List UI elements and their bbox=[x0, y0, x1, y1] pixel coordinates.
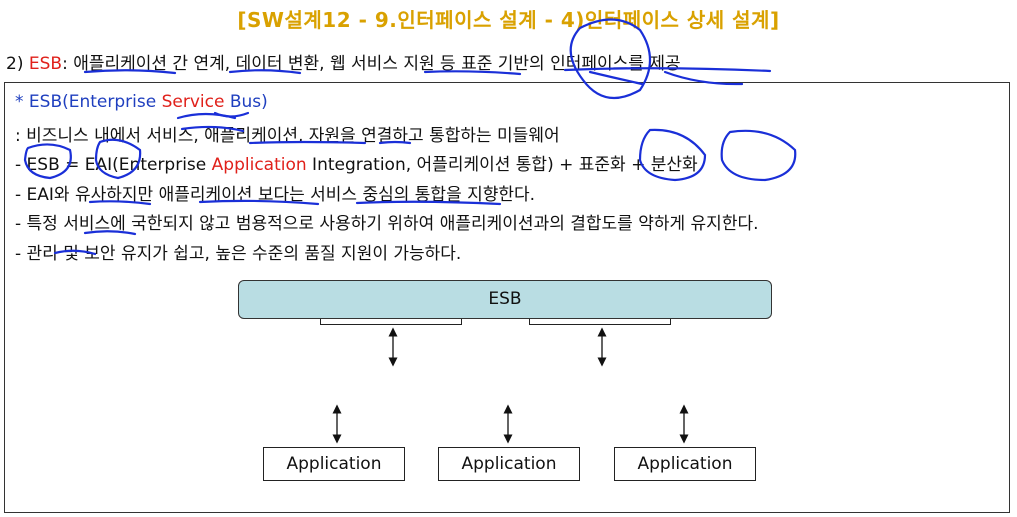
bullet-1: : 비즈니스 내에서 서비스, 애플리케이션, 자원을 연결하고 통합하는 미들… bbox=[15, 126, 560, 146]
bottom-application-box-1: Application bbox=[263, 447, 405, 481]
esb-bus: ESB bbox=[238, 280, 772, 319]
esb-definition-box: * ESB(Enterprise Service Bus) : 비즈니스 내에서… bbox=[4, 82, 1010, 513]
page-title: [SW설계12 - 9.인터페이스 설계 - 4)인터페이스 상세 설계] bbox=[237, 8, 780, 32]
bullet-4: - 특정 서비스에 국한되지 않고 범용적으로 사용하기 위하여 애플리케이션과… bbox=[15, 214, 759, 234]
bullet-2-application: Application bbox=[211, 155, 307, 175]
bus-word: Bus) bbox=[224, 92, 268, 112]
intro-text: : 애플리케이션 간 연계, 데이터 변환, 웹 서비스 지원 등 표준 기반의… bbox=[62, 54, 681, 74]
esb-enterprise-text: ESB(Enterprise bbox=[28, 92, 162, 112]
esb-intro-line: 2) ESB: 애플리케이션 간 연계, 데이터 변환, 웹 서비스 지원 등 … bbox=[6, 49, 681, 74]
bullet-5: - 관리 및 보안 유지가 쉽고, 높은 수준의 품질 지원이 가능하다. bbox=[15, 244, 462, 264]
bullet-3: - EAI와 유사하지만 애플리케이션 보다는 서비스 중심의 통합을 지향한다… bbox=[15, 185, 536, 205]
intro-term: ESB bbox=[28, 54, 63, 74]
esb-definition-heading: * ESB(Enterprise Service Bus) bbox=[15, 92, 268, 112]
bullet-2: - ESB = EAI(Enterprise Application Integ… bbox=[15, 150, 698, 175]
bullet-2-pre: - ESB = EAI(Enterprise bbox=[15, 155, 212, 175]
bottom-application-box-3: Application bbox=[614, 447, 756, 481]
bottom-application-box-2: Application bbox=[438, 447, 580, 481]
service-word: Service bbox=[161, 92, 225, 112]
bullet-2-post: Integration, 어플리케이션 통합) + 표준화 + 분산화 bbox=[306, 155, 698, 175]
intro-number: 2) bbox=[6, 54, 29, 74]
star-marker: * bbox=[15, 92, 29, 112]
